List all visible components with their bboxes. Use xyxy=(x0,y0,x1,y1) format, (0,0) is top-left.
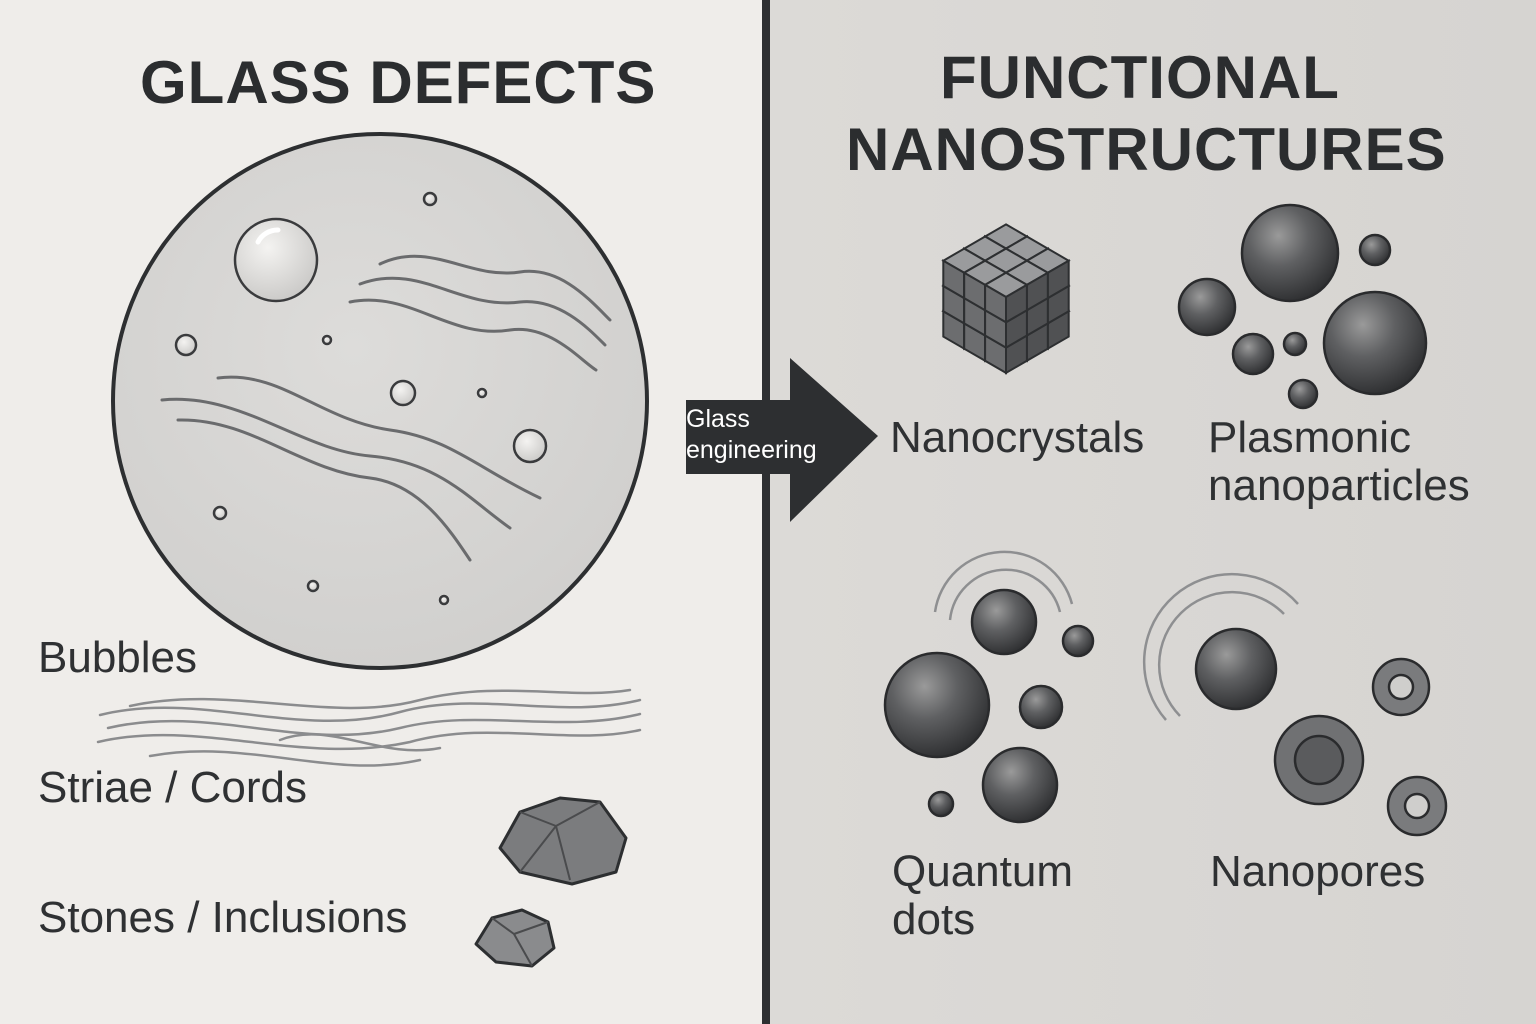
title-line-1: FUNCTIONAL xyxy=(940,44,1340,111)
striae-lines xyxy=(160,254,612,562)
plasmonic-label-line-2: nanoparticles xyxy=(1208,461,1470,510)
nanocrystal-cube-cluster xyxy=(941,223,1071,375)
plasmonic-label-line-1: Plasmonic xyxy=(1208,413,1411,462)
stones-label: Stones / Inclusions xyxy=(38,893,408,942)
quantum-label-line-2: dots xyxy=(892,895,976,944)
right-panel xyxy=(770,0,1536,1024)
panel-divider xyxy=(762,0,770,1024)
quantum-label-line-1: Quantum xyxy=(892,847,1073,896)
plasmonic-particles xyxy=(1177,203,1428,410)
nanopores-label: Nanopores xyxy=(1210,847,1426,896)
quantum-dots xyxy=(883,588,1095,824)
nanocrystals-label: Nanocrystals xyxy=(890,413,1145,462)
glass-defects-title: GLASS DEFECTS xyxy=(140,49,657,116)
title-line-2: NANOSTRUCTURES xyxy=(846,116,1447,183)
plasmonic-label: Plasmonic nanoparticles xyxy=(1208,414,1470,510)
nanopore-rings xyxy=(1142,572,1299,721)
bubble-defects xyxy=(174,191,548,606)
arrow-label-line-2: engineering xyxy=(686,436,817,464)
arrow-label-line-1: Glass xyxy=(686,405,750,433)
quantum-dot-rings xyxy=(933,550,1074,621)
quantum-dots-label: Quantum dots xyxy=(892,848,1073,944)
cube-face xyxy=(1005,283,1028,325)
process-arrow xyxy=(686,358,878,522)
striae-label: Striae / Cords xyxy=(38,763,307,812)
bubbles-label: Bubbles xyxy=(38,633,198,682)
striae-cords-illustration xyxy=(96,688,642,767)
nanopores xyxy=(1194,627,1448,837)
glass-sample-disc xyxy=(111,132,649,670)
arrow-label: Glass engineering xyxy=(686,404,846,466)
stone-inclusions xyxy=(474,796,628,968)
functional-nanostructures-title: FUNCTIONAL NANOSTRUCTURES xyxy=(846,42,1447,186)
